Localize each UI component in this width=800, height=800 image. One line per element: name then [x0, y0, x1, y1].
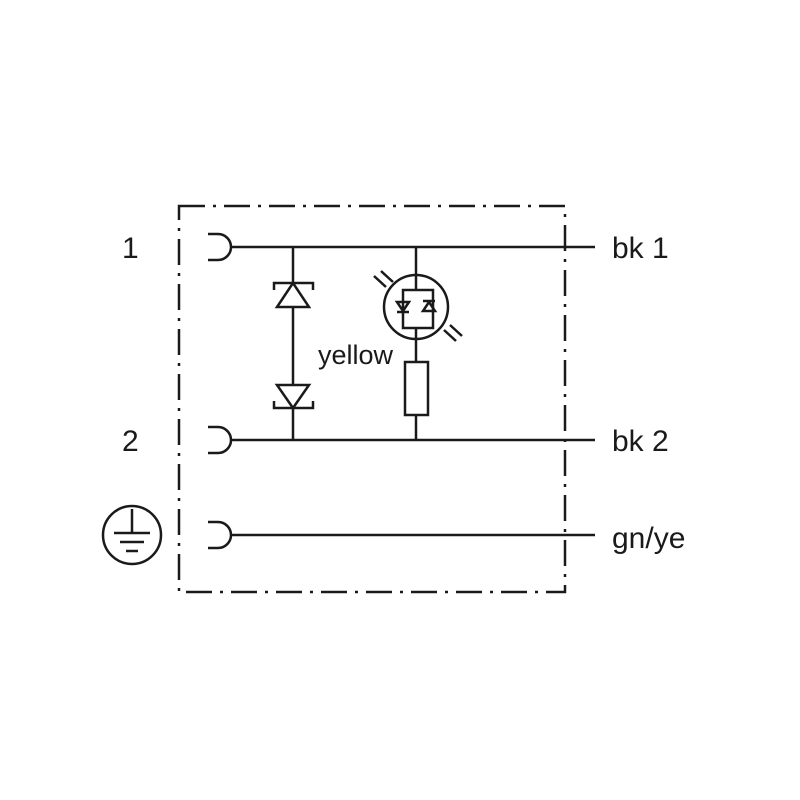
zener-diode-icon	[272, 280, 315, 309]
bicolor-led-icon	[373, 270, 463, 342]
resistor-icon	[403, 360, 430, 417]
socket-contact-2	[208, 425, 233, 455]
zener-diode-icon	[272, 383, 315, 411]
wire-3-label: gn/ye	[612, 522, 685, 555]
socket-contact-1	[208, 232, 233, 262]
wire-1-label: bk 1	[612, 232, 669, 265]
wire-2-label: bk 2	[612, 425, 669, 458]
led-color-label: yellow	[318, 340, 394, 370]
pin-2-label: 2	[122, 425, 139, 458]
socket-contact-3	[208, 520, 233, 550]
housing-outline	[177, 204, 567, 594]
protective-earth-icon	[101, 504, 163, 566]
pin-1-label: 1	[122, 232, 139, 265]
